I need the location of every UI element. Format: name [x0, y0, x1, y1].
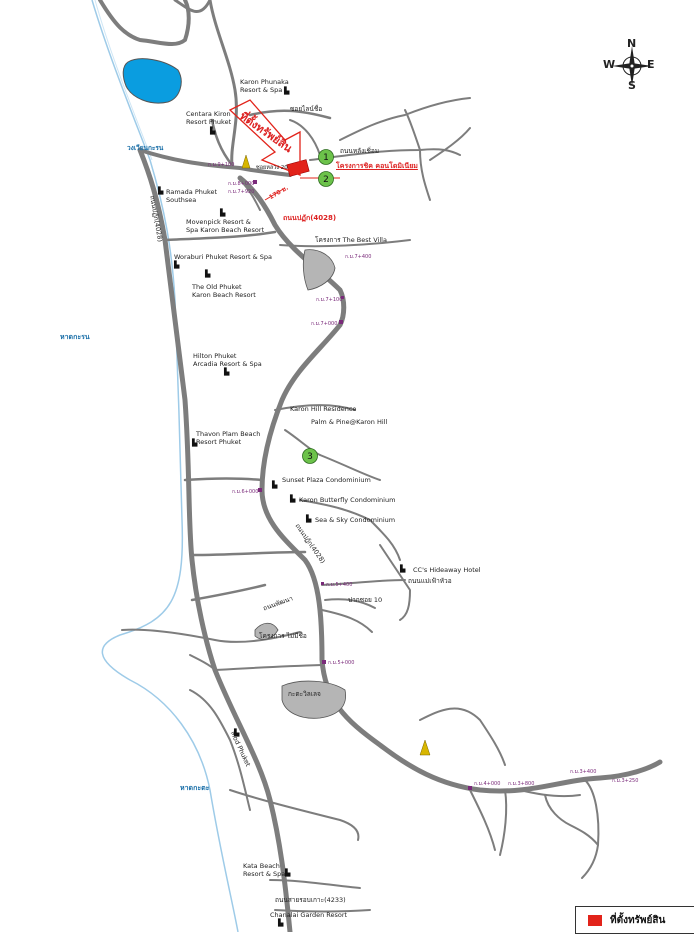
- km-7-100: ก.ม.7+100: [316, 297, 343, 303]
- hotel-icon: ▙: [174, 261, 180, 269]
- temple-icon: [241, 154, 431, 756]
- km-7-920: ก.ม.7+920: [228, 189, 255, 195]
- hotel-icon: ▙: [306, 515, 312, 523]
- hotel-icon: ▙: [278, 919, 284, 927]
- asset-arrow: [228, 99, 301, 176]
- hotel-icon: ▙: [290, 495, 296, 503]
- label-cc-road: ถนนแม่เฟ้าหัวอ: [408, 577, 452, 585]
- km-8-000: ก.ม.8+000: [228, 181, 255, 187]
- hotel-icon: ▙: [210, 127, 216, 135]
- legend-swatch: [588, 915, 602, 926]
- svg-text:2: 2: [323, 175, 329, 185]
- label-woraburi: Woraburi Phuket Resort & Spa: [174, 253, 273, 261]
- label-road-4233: ถนนสายรอบเกาะ(4233): [275, 896, 346, 904]
- label-soi: ซอยไลน์ชื่อ: [290, 105, 323, 113]
- coastline: [91, 0, 239, 932]
- label-karon-phunaka: Karon Phunaka Resort & Spa: [240, 78, 289, 94]
- label-chanalai: Chanalai Garden Resort: [270, 911, 348, 919]
- label-sunset: Sunset Plaza Condominium: [282, 476, 371, 484]
- hotel-icon: ▙: [284, 87, 290, 95]
- label-kata-village: กะตะวิลเลจ: [288, 690, 321, 698]
- label-villa-proj: โครงการ ไม่มีชื่อ: [259, 632, 307, 640]
- label-soi-luang: ซอยหลวง 20: [256, 165, 288, 171]
- label-thavorn: Thavon Plam Beach Resort Phuket: [196, 430, 261, 446]
- hotel-icon: ▙: [285, 869, 291, 877]
- label-karon-hill: Karon Hill Residence: [290, 405, 357, 413]
- map-legend: ที่ตั้งทรัพย์สิน: [575, 906, 694, 934]
- marker-1: [318, 149, 334, 165]
- best-villa-site: [302, 249, 336, 291]
- km-3-400: ก.ม.3+400: [570, 769, 597, 775]
- label-hilton: Hilton Phuket Arcadia Resort & Spa: [193, 352, 262, 368]
- marker-3: [302, 448, 318, 464]
- coastal-road: [137, 147, 293, 932]
- km-9-100: ก.ม.9+100: [208, 162, 235, 168]
- compass-n: N: [627, 37, 637, 50]
- label-road-lowai: ถนนหลังเชิ่อม: [340, 147, 380, 155]
- km-3-800: ก.ม.3+800: [508, 781, 535, 787]
- label-movenpick: Movenpick Resort & Spa Karon Beach Resor…: [186, 218, 265, 234]
- compass-s: S: [628, 79, 636, 92]
- km-4-000: ก.ม.4+000: [474, 781, 501, 787]
- compass-w: W: [603, 58, 616, 71]
- hotel-icon: ▙: [400, 565, 406, 573]
- label-palm-pine: Palm & Pine@Karon Hill: [311, 418, 388, 426]
- hotel-icon: ▙: [220, 209, 226, 217]
- svg-text:3: 3: [307, 452, 313, 462]
- label-ramada: Ramada Phuket Southsea: [166, 188, 218, 204]
- km-5-000: ก.ม.5+000: [328, 660, 355, 666]
- km-3-250: ก.ม.3+250: [612, 778, 639, 784]
- hotel-icon: ▙: [272, 481, 278, 489]
- hotel-icon: ▙: [205, 270, 211, 278]
- label-centara: Centara Kiron Resort Phuket: [186, 110, 232, 126]
- label-best-villa: โครงการ The Best Villa: [315, 236, 387, 244]
- svg-text:1: 1: [323, 153, 329, 163]
- label-old-phuket: The Old Phuket Karon Beach Resort: [192, 283, 256, 299]
- label-kata-beach: หาดกะตะ: [180, 784, 210, 792]
- label-sea-sky: Sea & Sky Condominium: [315, 516, 396, 524]
- label-road-4028: ถนนปฏัก(4028): [283, 214, 337, 222]
- legend-label: ที่ตั้งทรัพย์สิน: [610, 915, 666, 926]
- km-7-400: ก.ม.7+400: [345, 254, 372, 260]
- label-butterfly: Karon Butterfly Condominium: [299, 496, 396, 504]
- label-soi-10: ปากซอย 10: [348, 596, 383, 604]
- label-karon-beach: หาดกะรน: [60, 333, 90, 341]
- label-project-name: โครงการชิค คอนโดมิเนียม: [336, 162, 418, 170]
- lake: [122, 58, 182, 104]
- kata-village-site: [281, 680, 347, 719]
- label-wat: วงเวียนกะรน: [127, 144, 164, 152]
- hotel-icon: ▙: [234, 729, 240, 737]
- hotel-icon: ▙: [192, 439, 198, 447]
- label-cc-hideaway: CC's Hideaway Hotel: [413, 566, 481, 574]
- km-7-000: ก.ม.7+000: [311, 321, 338, 327]
- label-kata-beach-resort: Kata Beach Resort & Spa: [243, 862, 286, 878]
- compass-rose: [612, 46, 652, 86]
- hotel-icon: ▙: [158, 187, 164, 195]
- hotel-icon: ▙: [224, 368, 230, 376]
- km-6-000: ก.ม.6+000: [232, 489, 259, 495]
- marker-2: [318, 171, 334, 187]
- km-5-400: ก.ม.5+400: [326, 582, 353, 588]
- compass-e: E: [647, 58, 655, 71]
